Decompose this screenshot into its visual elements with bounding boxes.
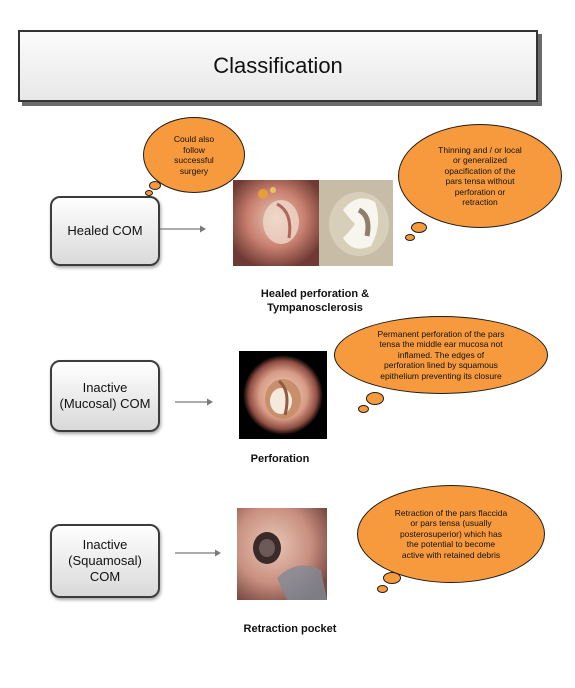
healed-caption: Healed perforation & Tympanosclerosis [260,288,370,314]
retraction-caption: Retraction pocket [243,623,337,635]
surgery-callout-tail-small [145,190,153,196]
perforation-caption: Perforation [250,453,310,465]
healed-callout-tail-small [405,234,415,241]
mucosal-callout: Permanent perforation of the pars tensa … [334,316,548,394]
squamosal-com-box: Inactive (Squamosal) COM [50,524,160,598]
arrow-icon [175,398,213,406]
squamosal-callout-text: Retraction of the pars flaccida or pars … [394,507,508,560]
healed-perforation-photo [233,180,319,266]
mucosal-callout-text: Permanent perforation of the pars tensa … [377,328,505,381]
squamosal-callout-tail-small [377,585,388,593]
mucosal-callout-tail [366,392,384,405]
healed-callout: Thinning and / or local or generalized o… [398,124,562,228]
surgery-callout-text: Could also follow successful surgery [173,134,215,176]
perforation-photo [239,351,327,439]
squamosal-com-label: Inactive (Squamosal) COM [68,537,142,584]
healed-callout-text: Thinning and / or local or generalized o… [438,144,522,208]
healed-com-label: Healed COM [67,223,143,238]
mucosal-com-label: Inactive (Mucosal) COM [59,380,151,411]
healed-callout-tail [411,222,427,233]
arrow-icon [175,549,221,557]
page-title: Classification [213,53,343,78]
surgery-callout-tail [149,181,161,190]
surgery-callout: Could also follow successful surgery [143,117,245,193]
mucosal-com-box: Inactive (Mucosal) COM [50,360,160,432]
squamosal-callout-tail [383,572,401,584]
retraction-pocket-photo [237,508,327,600]
tympanosclerosis-photo [319,180,393,266]
healed-com-box: Healed COM [50,196,160,266]
title-box: Classification [18,30,538,102]
arrow-icon [160,225,206,233]
mucosal-callout-tail-small [358,405,369,413]
squamosal-callout: Retraction of the pars flaccida or pars … [357,485,545,583]
